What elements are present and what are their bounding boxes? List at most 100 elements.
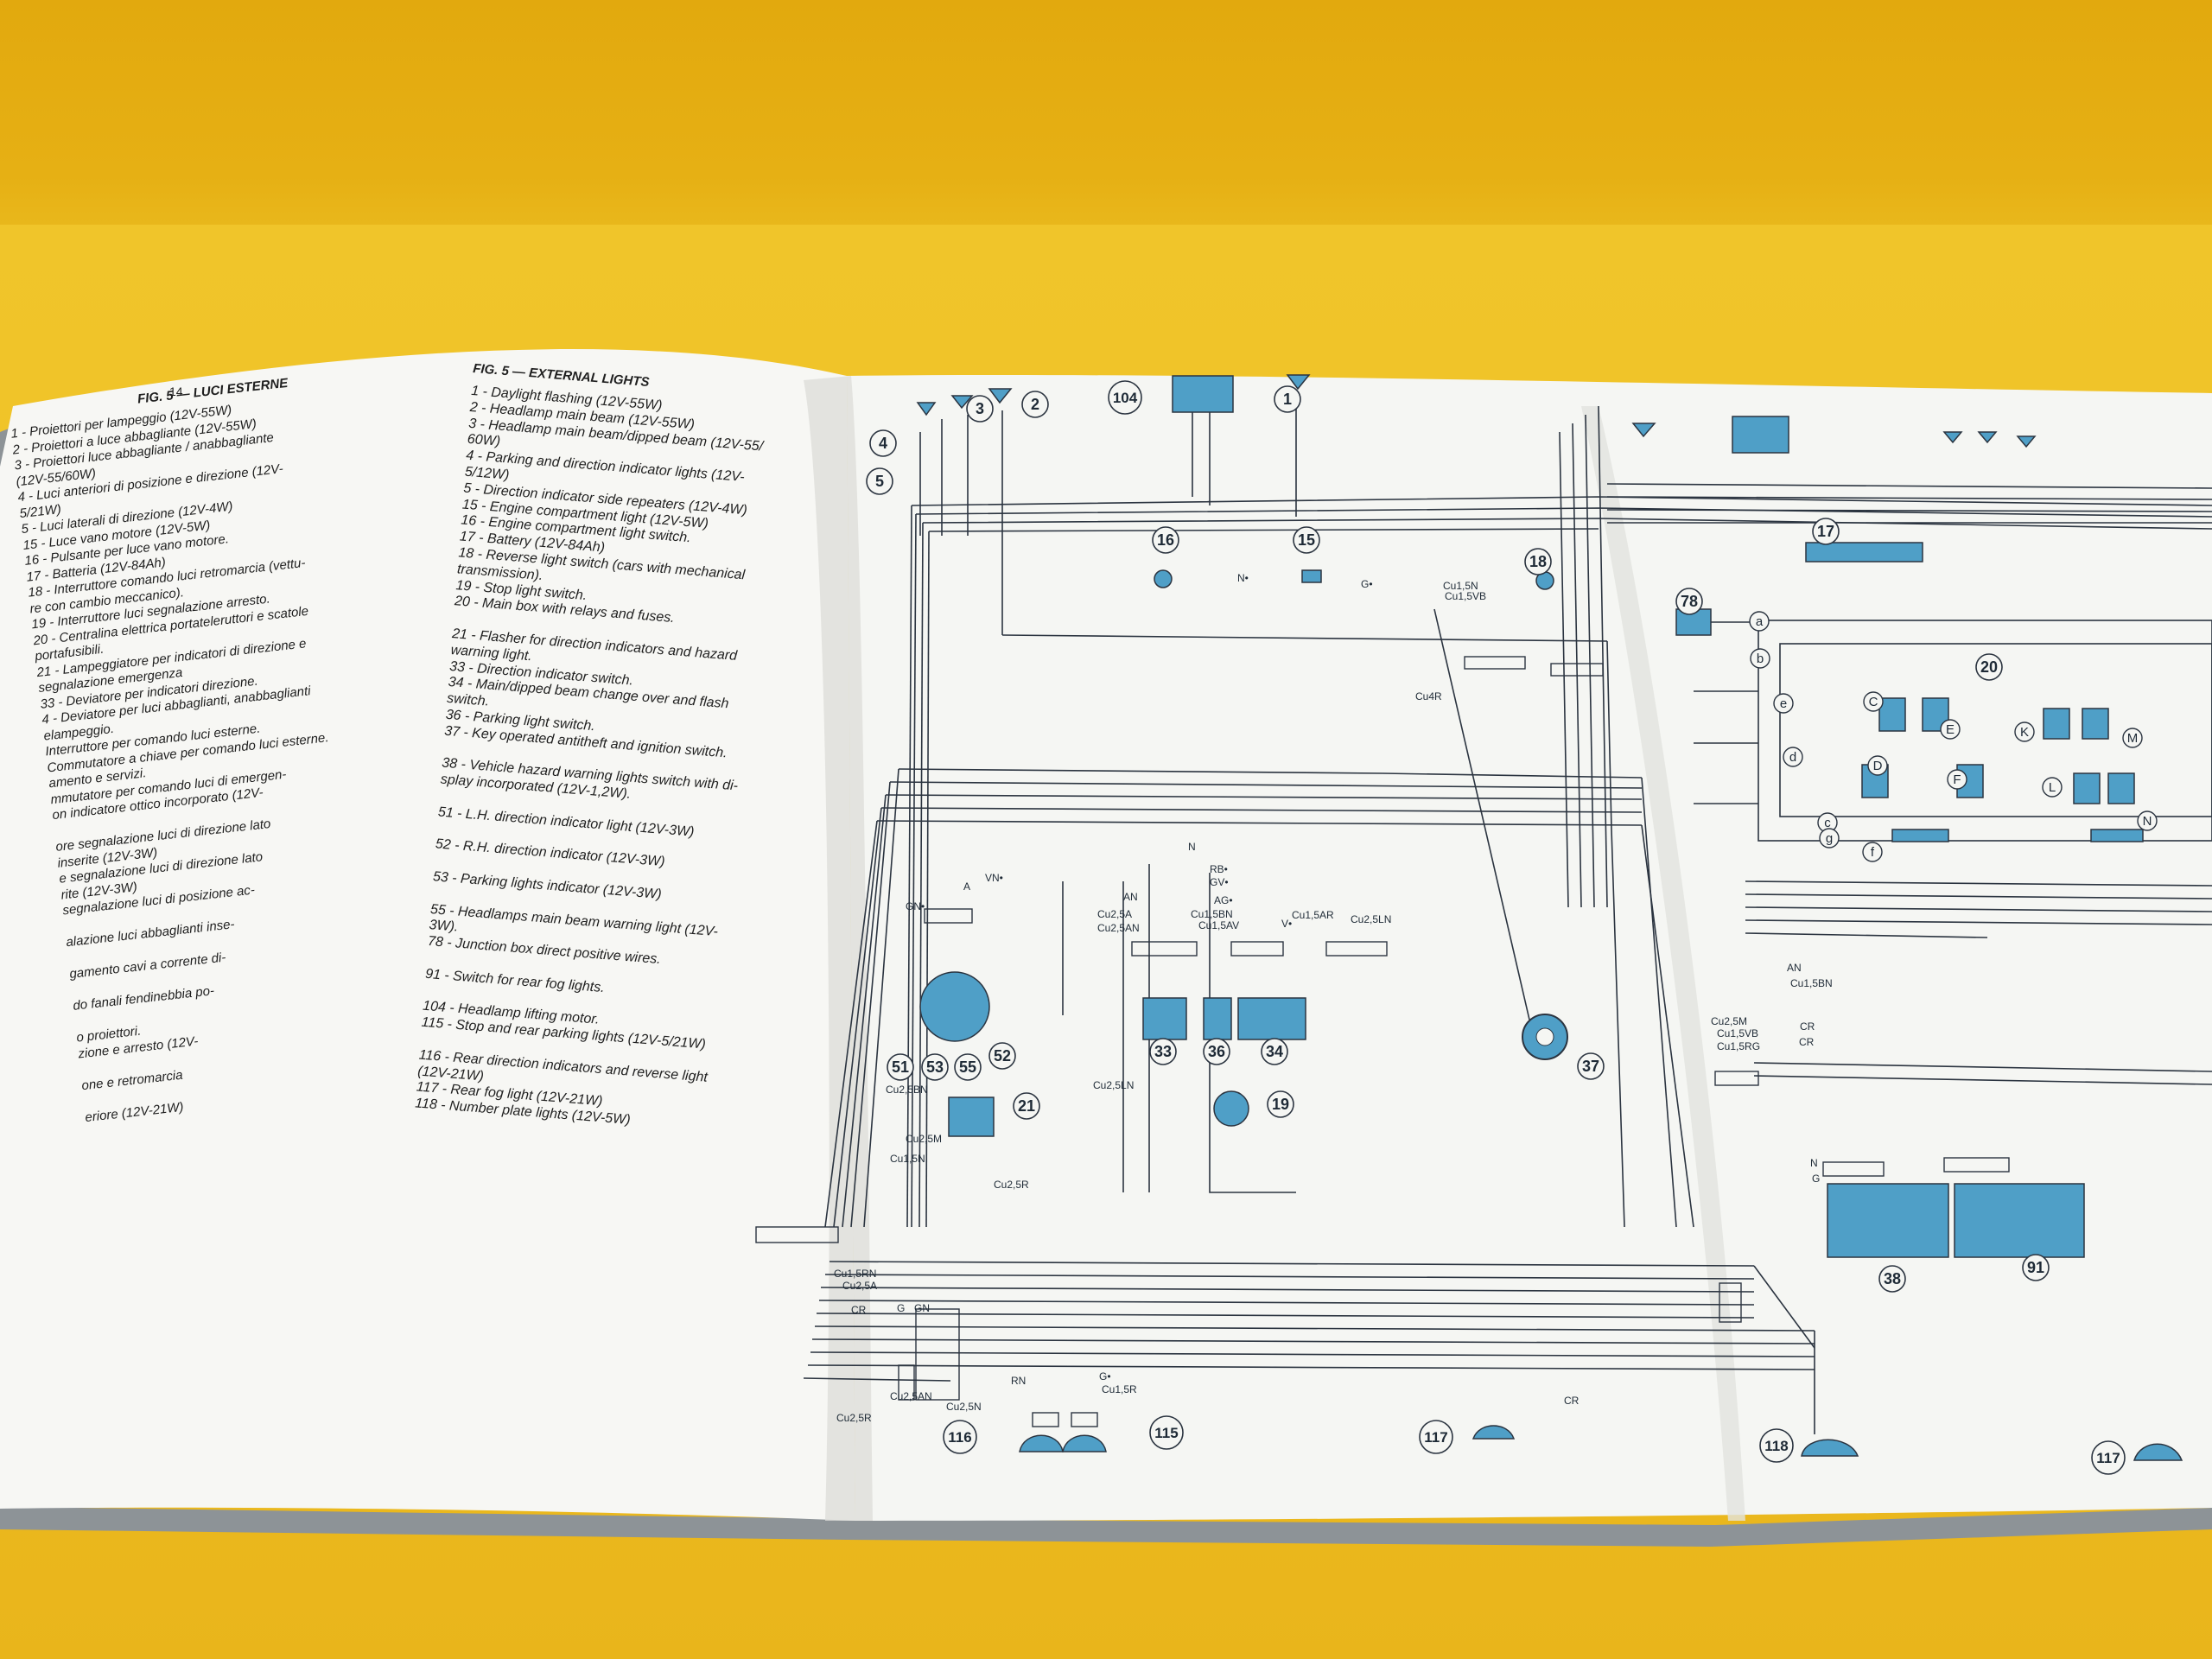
component-number-ring [2022,1254,2050,1281]
wire-label: Cu2,5LN [1093,1079,1134,1091]
wire-label: GN• [906,900,925,912]
wire-label: Cu2,5A [842,1280,877,1292]
component-number-ring [1021,391,1049,418]
wire-label: V• [1281,918,1292,930]
component-number: 37 [1582,1058,1599,1075]
component-number: 118 [1764,1438,1788,1454]
component-number-ring [1878,1265,1906,1293]
wire-label: G [897,1302,905,1314]
connector-letter-ring [1773,693,1794,714]
component-number-ring [1149,1415,1184,1450]
wire-label: N• [1237,572,1249,584]
component-number-ring [1013,1092,1040,1120]
wire-label: CR [1564,1395,1580,1407]
component-number-ring [1293,526,1320,554]
component-number-ring [1149,1038,1177,1065]
component-number-ring [2091,1440,2126,1475]
wire-label: Cu1,5VB [1717,1027,1758,1039]
wire-label: G• [1361,578,1373,590]
wire-label: CR [851,1304,867,1316]
connector-letter: M [2127,731,2139,746]
wire-label: Cu2,5R [836,1412,872,1424]
wire-label: Cu2,5LN [1351,913,1391,925]
component-number-ring [1812,518,1840,545]
component-number: 104 [1113,390,1138,406]
wire-label: VN• [985,872,1003,884]
connector-letter-ring [2042,777,2063,798]
components [916,374,2183,1461]
wire-label: Cu1,5BN [1790,977,1833,989]
component-number: 52 [994,1047,1011,1065]
ignition-switch [1522,1014,1568,1060]
component-number-ring [1577,1052,1605,1080]
component-number: 1 [1283,391,1292,408]
component-number: 53 [926,1058,944,1076]
wire-label: GN [914,1302,930,1314]
connector-letter-ring [2014,721,2035,742]
component-number-ring [1675,588,1703,615]
wire-label: Cu2,5M [906,1133,942,1145]
component-number-ring [943,1420,977,1454]
component-number: 51 [892,1058,909,1076]
component-number: 115 [1154,1425,1178,1441]
component-number: 78 [1681,593,1698,610]
wire-label: AN [1123,891,1138,903]
component-number: 3 [976,400,984,417]
component-number-ring [1419,1420,1453,1454]
component-number: 4 [879,435,887,452]
component-number-ring [1524,548,1552,575]
wire-label: N [1810,1157,1818,1169]
connector-letter-ring [1863,691,1884,712]
wire-label: Cu2,5R [994,1179,1029,1191]
component-number: 117 [1424,1429,1447,1446]
connector-letter-ring [2137,810,2158,831]
connector-letter-ring [1947,769,1967,790]
connector-letter-ring [1867,755,1888,776]
component-number-ring [1975,653,2003,681]
component-number-ring [1261,1038,1288,1065]
component-number: 19 [1272,1096,1289,1113]
component-number: 55 [959,1058,976,1076]
connector-letter: b [1757,652,1764,666]
component-number: 18 [1529,553,1547,570]
component-number: 16 [1157,531,1174,549]
wire-bundle [803,402,2212,1434]
component-number-ring [1759,1428,1794,1463]
wire-label: Cu1,5R [1102,1383,1137,1395]
component-number: 21 [1018,1097,1035,1115]
page-number: 14 [169,385,183,398]
wire-label: N [1188,841,1196,853]
component-number-ring [869,429,897,457]
connector-letter: D [1873,759,1883,773]
component-number: 20 [1980,658,1998,676]
wire-label: Cu2,5M [1711,1015,1747,1027]
wire-label: Cu1,5BN [1191,908,1233,920]
component-number-ring [887,1053,914,1081]
component-number-ring [866,467,893,495]
connector-letter: e [1780,696,1787,711]
connector-letter: c [1824,816,1831,830]
connector-letter-ring [1940,719,1961,740]
wire-label: Cu2,5N [946,1401,982,1413]
component-number: 117 [2096,1450,2120,1466]
wire-label: G• [1099,1370,1111,1382]
component-number-ring [1274,385,1301,413]
component-number: 2 [1031,396,1039,413]
wire-label: Cu4R [1415,690,1442,702]
wire-label: CR [1799,1036,1815,1048]
wire-label: CR [1800,1020,1815,1033]
wire-label: Cu1,5RG [1717,1040,1760,1052]
wire-label: Cu1,5VB [1445,590,1486,602]
component-number-ring [954,1053,982,1081]
connector-letter-ring [1750,648,1770,669]
wire-label: Cu2,5AN [890,1390,932,1402]
component-number: 116 [948,1429,971,1446]
component-number: 91 [2027,1259,2044,1276]
connector-letter: C [1869,695,1878,709]
component-number: 17 [1817,523,1834,540]
wire-label: RN [1011,1375,1026,1387]
wire-label: G [1812,1173,1820,1185]
